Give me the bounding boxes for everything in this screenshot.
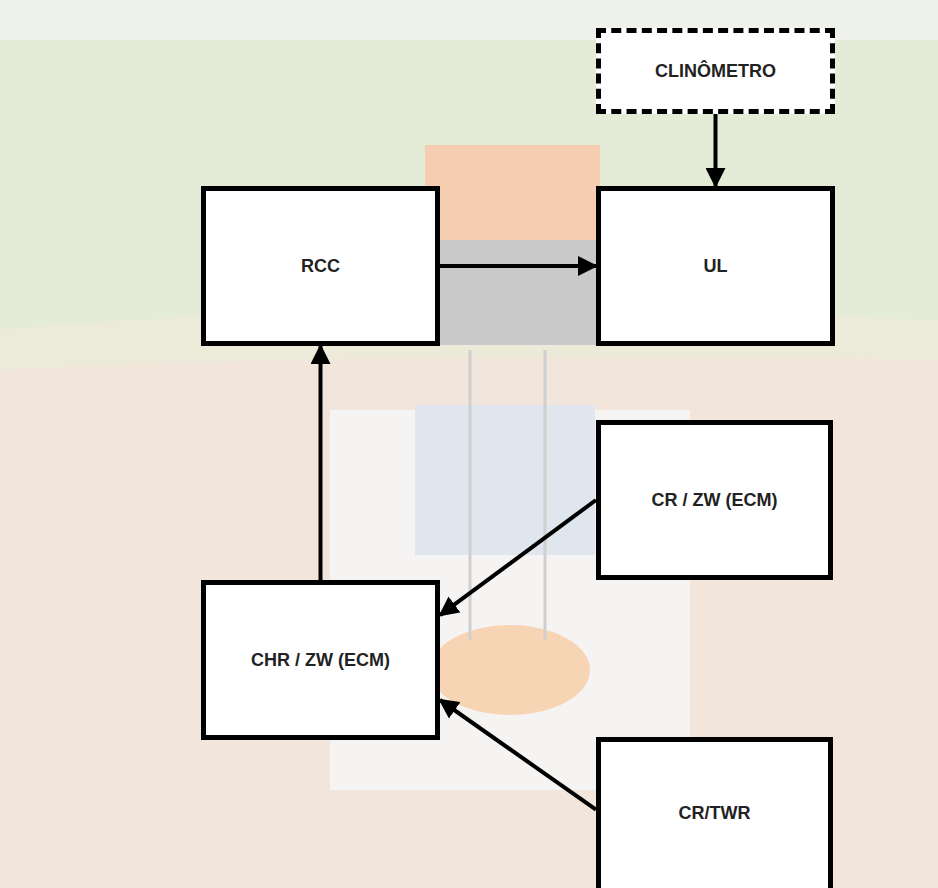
process-box: CR/TWR: [596, 737, 833, 888]
box-label: CR/TWR: [671, 803, 759, 824]
arrow-connector: [440, 264, 596, 268]
box-label: RCC: [293, 256, 348, 277]
process-box: CR / ZW (ECM): [596, 420, 833, 580]
arrow-connector: [440, 500, 596, 615]
arrow-connector: [714, 114, 718, 186]
process-box: RCC: [201, 186, 440, 346]
box-label: CHR / ZW (ECM): [243, 650, 398, 671]
process-box: CHR / ZW (ECM): [201, 580, 440, 740]
box-label: UL: [696, 256, 736, 277]
box-label: CLINÔMETRO: [647, 61, 784, 82]
box-label: CR / ZW (ECM): [644, 490, 786, 511]
arrow-connector: [440, 700, 596, 810]
arrow-connector: [319, 346, 323, 580]
optional-box: CLINÔMETRO: [596, 28, 835, 114]
process-box: UL: [596, 186, 835, 346]
